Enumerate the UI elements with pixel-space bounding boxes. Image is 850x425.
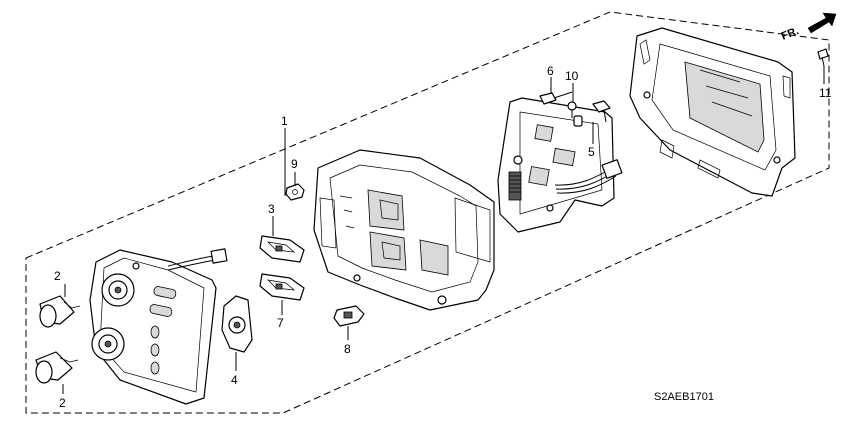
callout-2-lower: 2 xyxy=(59,396,66,410)
screw-part-10 xyxy=(567,101,577,118)
screw-part-11 xyxy=(817,48,829,67)
front-control-panel xyxy=(89,248,228,405)
clip-part-8 xyxy=(333,305,365,327)
leader-lines xyxy=(62,66,825,394)
main-housing xyxy=(313,149,495,311)
circuit-board xyxy=(497,97,623,233)
knob-part-2-upper xyxy=(39,295,81,328)
knob-part-2-lower xyxy=(35,351,79,384)
callout-4: 4 xyxy=(231,373,238,387)
front-direction-label: FR. xyxy=(780,25,801,43)
callout-1: 1 xyxy=(281,114,288,128)
callout-11: 11 xyxy=(819,86,832,100)
callout-3: 3 xyxy=(268,202,275,216)
clip-part-9 xyxy=(285,183,305,201)
callout-9: 9 xyxy=(291,157,298,171)
callout-8: 8 xyxy=(344,342,351,356)
callout-10: 10 xyxy=(565,69,579,83)
callout-7: 7 xyxy=(277,316,284,330)
bulb-part-5 xyxy=(573,100,611,127)
callout-5: 5 xyxy=(588,145,595,159)
switch-part-7 xyxy=(259,273,305,301)
assembly-boundary xyxy=(25,11,830,414)
rear-housing-frame xyxy=(629,27,796,197)
bezel-part-4 xyxy=(221,295,253,353)
switch-part-3 xyxy=(259,235,305,263)
callout-6: 6 xyxy=(547,64,554,78)
screw-part-6 xyxy=(539,91,573,105)
callout-2-upper: 2 xyxy=(54,269,61,283)
front-arrow-icon xyxy=(807,12,837,34)
front-direction-marker: FR. xyxy=(780,12,837,43)
diagram-code: S2AEB1701 xyxy=(654,391,714,403)
